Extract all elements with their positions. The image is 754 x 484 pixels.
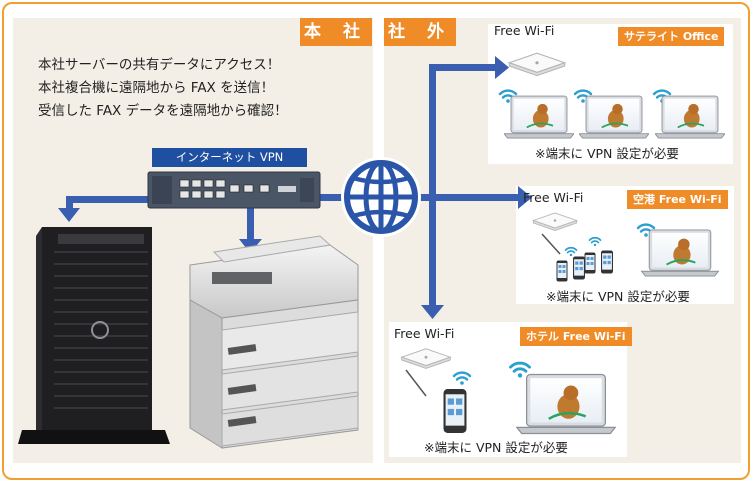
internet-globe-icon — [341, 157, 421, 237]
hotel-location-badge: ホテル Free Wi-Fi — [520, 327, 632, 346]
hq-tag: 本 社 — [300, 18, 372, 46]
satellite-wifi-title: Free Wi-Fi — [494, 23, 555, 38]
wifi-icon — [452, 371, 472, 386]
access-point-icon — [532, 212, 578, 231]
hq-description: 本社サーバーの共有データにアクセス！ 本社複合機に遠隔地から FAX を送信！ … — [38, 54, 288, 123]
smartphone-icon — [556, 260, 568, 282]
smartphone-icon — [573, 256, 585, 280]
airport-wifi-title: Free Wi-Fi — [523, 190, 584, 205]
hq-line-2: 本社複合機に遠隔地から FAX を送信！ — [38, 80, 275, 96]
internet-vpn-label: インターネット VPN — [152, 148, 307, 167]
laptop-icon — [579, 95, 649, 139]
laptop-icon — [504, 95, 574, 139]
hq-line-1: 本社サーバーの共有データにアクセス！ — [38, 57, 281, 73]
smartphone-icon — [601, 250, 613, 274]
multifunction-printer — [189, 235, 359, 449]
hotel-vpn-note: ※端末に VPN 設定が必要 — [424, 440, 568, 455]
satellite-location-badge: サテライト Office — [618, 27, 725, 46]
access-point-icon — [508, 52, 566, 77]
hotel-devices — [401, 348, 616, 435]
airport-location-badge: 空港 Free Wi-Fi — [627, 190, 728, 209]
airport-vpn-note: ※端末に VPN 設定が必要 — [546, 289, 690, 304]
wifi-icon — [509, 361, 531, 379]
wifi-icon — [588, 236, 602, 247]
vpn-router — [147, 171, 321, 209]
laptop-icon — [640, 228, 720, 278]
site-box-satellite — [488, 24, 733, 164]
smartphone-icon — [584, 252, 596, 274]
satellite-office-devices — [498, 52, 725, 139]
satellite-vpn-note: ※端末に VPN 設定が必要 — [535, 146, 679, 161]
laptop-icon — [655, 95, 725, 139]
airport-devices — [532, 212, 720, 282]
hotel-wifi-title: Free Wi-Fi — [394, 326, 455, 341]
wifi-icon — [564, 246, 578, 257]
laptop-icon — [516, 373, 616, 435]
hq-line-3: 受信した FAX データを遠隔地から確認！ — [38, 103, 288, 119]
server-tower — [18, 227, 170, 444]
connection-lines — [58, 56, 532, 319]
external-tag: 社 外 — [384, 18, 456, 46]
access-point-icon — [401, 348, 451, 369]
smartphone-icon — [443, 389, 467, 433]
